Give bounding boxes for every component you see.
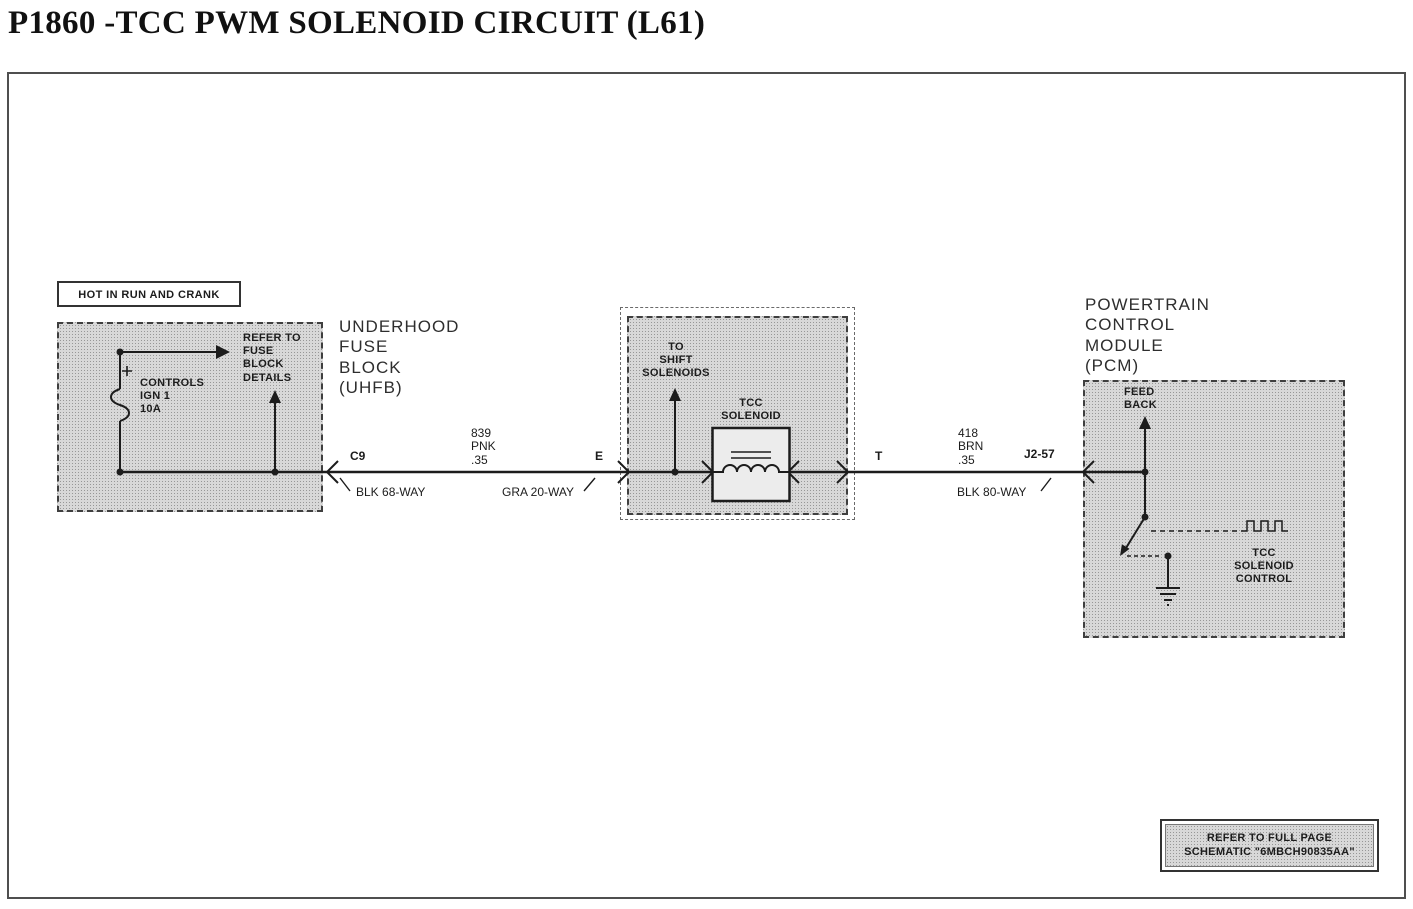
wire2-label: 418 BRN .35 <box>958 426 984 467</box>
pin-e: E <box>595 449 604 463</box>
footer-note-box: REFER TO FULL PAGE SCHEMATIC "6MBCH90835… <box>1160 819 1379 872</box>
pin-c9: C9 <box>350 449 366 463</box>
wire1-label: 839 PNK .35 <box>471 426 496 467</box>
hot-in-run-tag: HOT IN RUN AND CRANK <box>57 281 241 307</box>
refer-fuse-note: REFER TO FUSE BLOCK DETAILS <box>243 332 301 384</box>
tcc-solenoid-label: TCC SOLENOID <box>721 397 781 423</box>
pin-t: T <box>875 449 883 463</box>
solenoid-assembly-outline <box>620 307 855 520</box>
pin-j2-57: J2-57 <box>1024 447 1055 461</box>
connector-gra-20way: GRA 20-WAY <box>502 485 575 499</box>
tcc-solenoid-control-label: TCC SOLENOID CONTROL <box>1234 547 1294 586</box>
connector-blk-80way: BLK 80-WAY <box>957 485 1027 499</box>
pcm-title: POWERTRAIN CONTROL MODULE (PCM) <box>1085 295 1210 376</box>
fuse-rating-label: CONTROLS IGN 1 10A <box>140 377 205 416</box>
uhfb-title: UNDERHOOD FUSE BLOCK (UHFB) <box>339 317 460 398</box>
to-shift-solenoids-label: TO SHIFT SOLENOIDS <box>642 341 710 380</box>
underhood-fuse-block-box <box>57 322 323 512</box>
pcm-box <box>1083 380 1345 638</box>
feedback-label: FEED BACK <box>1124 386 1157 412</box>
connector-blk-68way: BLK 68-WAY <box>356 485 426 499</box>
footer-note: REFER TO FULL PAGE SCHEMATIC "6MBCH90835… <box>1165 824 1374 867</box>
page-title: P1860 -TCC PWM SOLENOID CIRCUIT (L61) <box>8 5 706 41</box>
